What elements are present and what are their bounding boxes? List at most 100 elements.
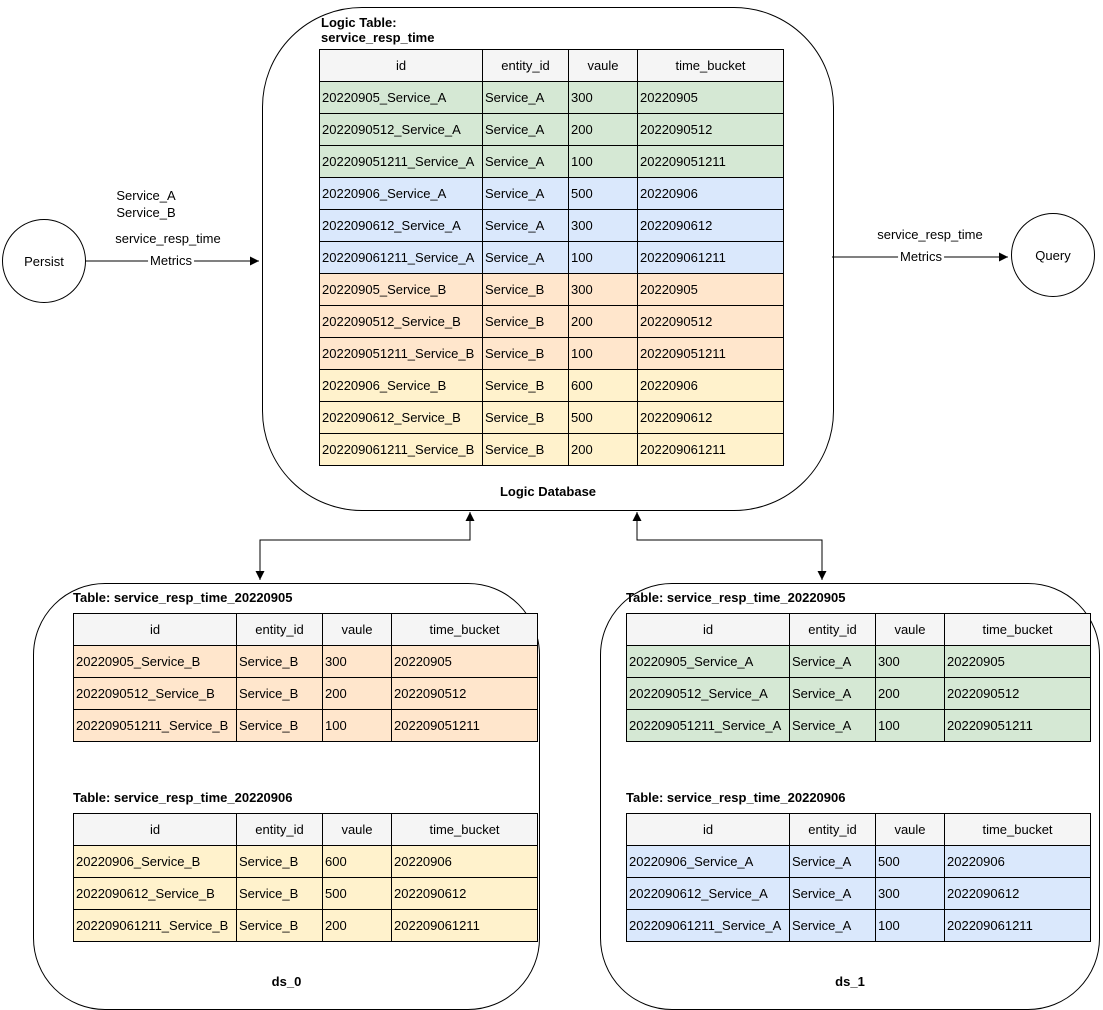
table-cell: Service_A [789,677,876,710]
table-cell: 202209061211 [391,909,538,942]
table-cell: 300 [875,877,945,910]
column-header: entity_id [236,613,323,646]
table-cell: 20220905 [944,645,1091,678]
table-cell: 2022090512_Service_B [319,305,483,338]
column-header: vaule [875,813,945,846]
logic-table-title-line2: service_resp_time [321,30,435,45]
table-cell: 600 [322,845,392,878]
connector-db-ds1 [632,512,827,580]
table-cell: 100 [568,337,638,370]
table-cell: 202209051211 [391,709,538,742]
table-cell: 20220906_Service_A [319,177,483,210]
table-cell: Service_A [789,645,876,678]
table-cell: 202209061211_Service_B [73,909,237,942]
table-cell: 500 [568,401,638,434]
logic-table-title: Logic Table: service_resp_time [321,15,434,45]
ds1-table2-title: Table: service_resp_time_20220906 [626,790,846,805]
table-cell: 100 [875,709,945,742]
column-header: time_bucket [637,49,784,82]
table-cell: 2022090512 [944,677,1091,710]
table-cell: 202209061211_Service_A [626,909,790,942]
column-header: vaule [568,49,638,82]
table-cell: Service_A [482,145,569,178]
table-cell: 2022090512 [637,305,784,338]
table-cell: 2022090612 [637,209,784,242]
table-cell: Service_A [789,709,876,742]
node-persist: Persist [2,219,86,303]
table-cell: 202209051211_Service_B [73,709,237,742]
table-cell: 202209051211_Service_A [319,145,483,178]
table-cell: 2022090612_Service_B [73,877,237,910]
table-cell: Service_B [482,433,569,466]
table-cell: 20220906_Service_B [319,369,483,402]
table-cell: 200 [322,909,392,942]
table-cell: Service_B [482,273,569,306]
table-cell: 202209051211 [944,709,1091,742]
logic-database-label: Logic Database [499,484,597,499]
column-header: id [626,813,790,846]
table-cell: Service_B [482,369,569,402]
node-query: Query [1011,213,1095,297]
table-cell: 200 [568,113,638,146]
table-cell: 2022090612 [391,877,538,910]
ds1-table1-title: Table: service_resp_time_20220905 [626,590,846,605]
column-header: time_bucket [391,613,538,646]
connector-db-ds0 [255,512,475,580]
column-header: id [626,613,790,646]
logic-table-title-line1: Logic Table: [321,15,397,30]
table-cell: 2022090612_Service_A [319,209,483,242]
edge-label-metrics-left: Metrics [148,253,194,268]
edge-label-service-a: Service_A [116,188,176,203]
column-header: vaule [875,613,945,646]
table-cell: 2022090612_Service_A [626,877,790,910]
edge-label-service-b: Service_B [116,205,176,220]
table-cell: Service_A [482,81,569,114]
table-cell: 100 [568,241,638,274]
column-header: time_bucket [944,813,1091,846]
table-cell: 2022090512_Service_B [73,677,237,710]
table-cell: 202209061211 [637,433,784,466]
table-cell: 2022090512_Service_A [626,677,790,710]
table-cell: 500 [568,177,638,210]
query-label: Query [1035,247,1071,263]
persist-label: Persist [24,253,64,269]
ds0-label: ds_0 [271,974,302,989]
column-header: entity_id [789,813,876,846]
edge-label-metrics-right: Metrics [898,249,944,264]
table-cell: 20220905_Service_A [626,645,790,678]
column-header: id [73,613,237,646]
table-cell: 2022090612 [944,877,1091,910]
column-header: entity_id [789,613,876,646]
table-cell: Service_B [236,645,323,678]
ds1-label: ds_1 [835,974,865,989]
table-cell: 20220905 [637,273,784,306]
column-header: entity_id [482,49,569,82]
table-cell: 202209061211 [637,241,784,274]
